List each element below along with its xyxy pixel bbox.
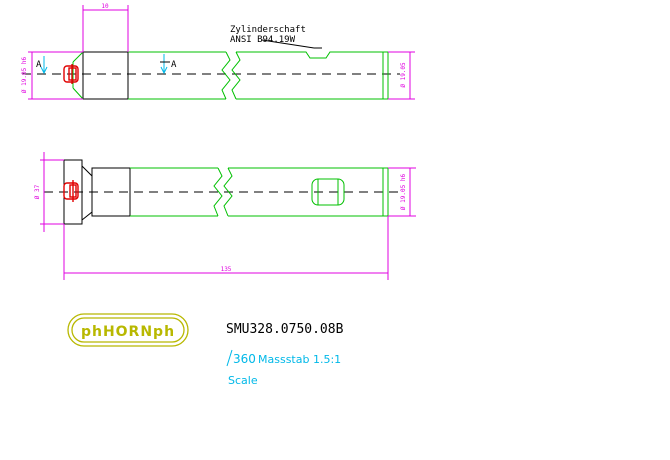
dim-length-text: 135 (221, 266, 232, 273)
section-label-left: A (36, 60, 42, 70)
scale-label: Massstab 1.5:1 (258, 353, 341, 366)
scale-label-en: Scale (228, 374, 258, 387)
side-view-break-right (223, 167, 233, 217)
dim-head-width-text: 10 (101, 3, 109, 10)
note-line-1: Zylinderschaft (230, 25, 306, 35)
annotations: Zylinderschaft ANSI B94.19W A A 10 Ø 19.… (21, 3, 407, 387)
side-view-collar (91, 167, 131, 217)
horn-logo (67, 313, 189, 347)
dim-diameter-right-text: Ø 19.05 (400, 62, 407, 88)
drawing-number: 360 (233, 352, 256, 366)
logo-text: phHORNph (81, 324, 175, 340)
top-view-insert (63, 64, 79, 84)
top-view-chamfer-lower (72, 87, 84, 100)
note-line-2: ANSI B94.19W (230, 35, 296, 45)
side-view-neck (81, 165, 93, 221)
dim-diameter-left-text: Ø 19.05 h6 (21, 57, 28, 94)
top-view-chamfer-upper (72, 51, 84, 63)
top-view-break-right (231, 51, 241, 100)
leader-note (261, 39, 315, 49)
side-view (40, 152, 416, 280)
top-view (22, 5, 415, 100)
side-view-break-left (213, 167, 223, 217)
side-view-insert (63, 180, 79, 202)
top-view-break-left (221, 51, 231, 100)
top-view-shank-flat (236, 51, 388, 59)
top-view-head (82, 51, 129, 100)
dim-shank-diameter-text: Ø 19.05 h6 (400, 174, 407, 211)
drawing-number-slash (226, 349, 233, 367)
part-number: SMU328.0750.08B (226, 322, 344, 337)
dim-overall-diameter-text: Ø 37 (34, 184, 41, 199)
section-label-right: A (171, 60, 177, 70)
side-view-clamp-flat (311, 178, 345, 206)
